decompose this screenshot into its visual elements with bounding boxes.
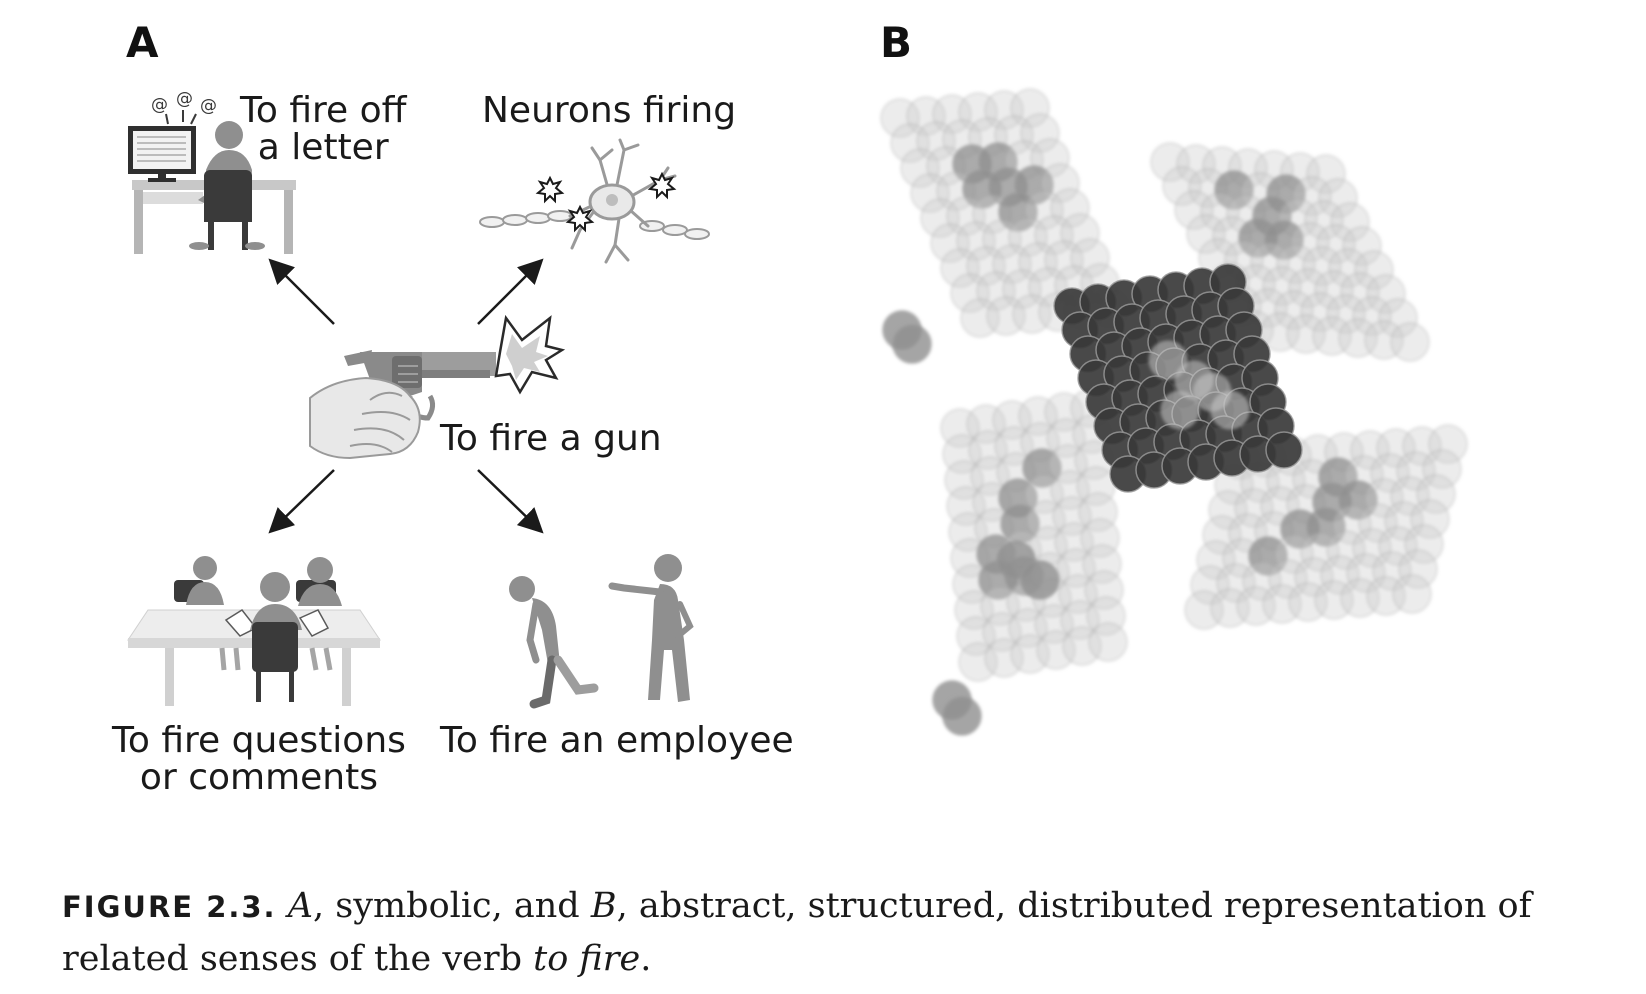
email-symbol: @ [200,96,217,116]
label-fire-questions-line2: or comments [139,757,378,798]
representation-disc [942,696,982,736]
figure-caption: FIGURE 2.3. A, symbolic, and B, abstract… [62,880,1642,985]
panel-b-letter: B [880,18,913,67]
representation-disc [1392,574,1432,614]
label-fire-questions: To fire questions or comments [112,722,406,796]
desk-computer-icon: @ @ @ [128,89,296,254]
caption-verb: to fire [533,939,641,979]
representation-disc [1088,622,1128,662]
distributed-representation [880,88,1468,736]
representation-disc [892,324,932,364]
label-fire-letter-line2: a letter [257,127,389,168]
representation-disc [1265,431,1303,469]
caption-text-2: , abstract, structured, distributed repr… [62,886,1532,979]
label-fire-letter: To fire off a letter [240,92,406,166]
figure-label: FIGURE 2.3. [62,890,277,924]
panel-a-letter: A [126,18,159,67]
panel-a: @ @ @ [127,89,710,709]
label-fire-gun: To fire a gun [440,418,662,459]
label-fire-employee: To fire an employee [440,720,794,761]
label-neurons-firing: Neurons firing [482,90,737,131]
label-fire-questions-line1: To fire questions [112,720,406,761]
meeting-table-icon [127,556,381,706]
caption-text-3: . [640,939,652,979]
representation-disc [1390,322,1430,362]
email-symbol: @ [151,95,168,115]
arrows [268,258,544,534]
representation-disc [1160,390,1200,430]
representation-disc [1210,390,1250,430]
gun-icon [309,314,566,460]
email-symbol: @ [176,89,193,109]
caption-part-b: B [590,886,617,926]
representation-disc [1020,560,1060,600]
label-fire-letter-line1: To fire off [240,90,407,131]
employee-fired-icon [509,554,694,709]
caption-part-a: A [287,886,313,926]
neuron-icon [479,138,710,264]
caption-text-1: , symbolic, and [313,886,591,926]
